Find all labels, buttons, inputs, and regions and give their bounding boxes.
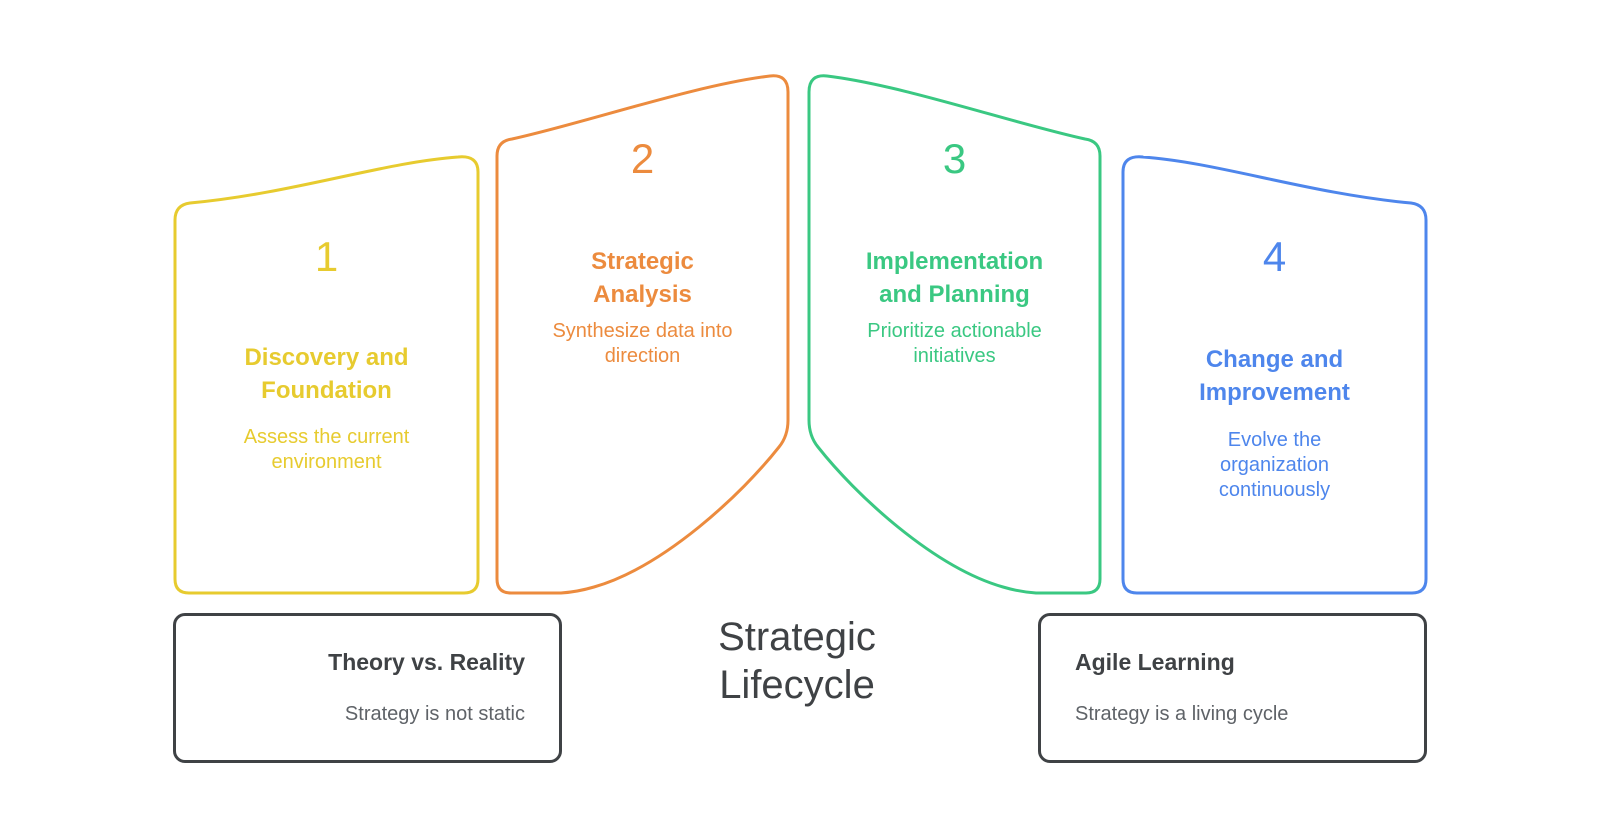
card-3-outline: [807, 74, 1102, 595]
card-4-description: Evolve the organization continuously: [1218, 429, 1331, 501]
note-description: Strategy is not static: [344, 703, 525, 725]
card-1-number: 1: [314, 233, 339, 280]
note-heading: Theory vs. Reality: [328, 649, 525, 675]
note-description: Strategy is a living cycle: [1075, 703, 1289, 725]
card-3-number: 3: [942, 135, 967, 182]
card-4-number: 4: [1262, 233, 1287, 280]
diagram-title: Strategic Lifecycle: [718, 615, 876, 707]
card-1-description: Assess the current environment: [243, 426, 410, 473]
card-3-description: Prioritize actionable initiatives: [867, 320, 1042, 367]
card-2-heading: Strategic Analysis: [591, 248, 694, 308]
card-2-number: 2: [630, 135, 655, 182]
note-heading: Agile Learning: [1075, 649, 1235, 675]
card-4-outline: [1121, 155, 1428, 595]
note-box-theory-vs-reality: Theory vs. Reality Strategy is not stati…: [173, 613, 562, 763]
card-2-outline: [495, 74, 790, 595]
card-1-heading: Discovery and Foundation: [244, 344, 409, 404]
card-4-heading: Change and Improvement: [1199, 346, 1350, 406]
note-box-agile-learning: Agile Learning Strategy is a living cycl…: [1038, 613, 1427, 763]
card-1-outline: [173, 155, 480, 595]
card-3-heading: Implementation and Planning: [865, 248, 1044, 308]
card-2-description: Synthesize data into direction: [552, 320, 733, 367]
